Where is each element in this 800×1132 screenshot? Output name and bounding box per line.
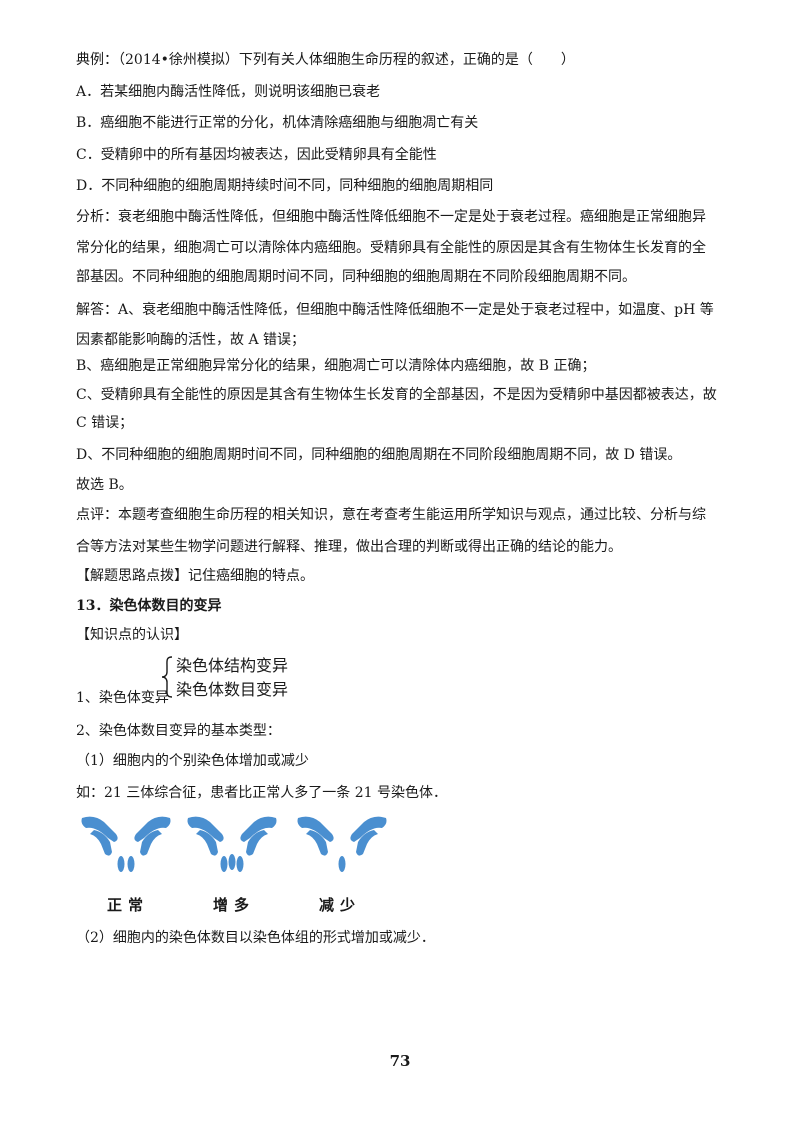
solution-tip: 【解题思路点拨】记住癌细胞的特点。	[76, 568, 314, 584]
chromosome-normal-figure	[81, 816, 171, 872]
choice-b: 故选 B。	[76, 477, 133, 493]
section-title: 13．染色体数目的变异	[76, 598, 222, 614]
option-b: B．癌细胞不能进行正常的分化，机体清除癌细胞与细胞凋亡有关	[76, 115, 479, 131]
chromosome-structure-variation: 染色体结构变异	[176, 656, 289, 675]
answer-c-line-2: C 错误；	[76, 415, 134, 431]
example-question: 典例：（2014•徐州模拟）下列有关人体细胞生命历程的叙述，正确的是（ ）	[76, 52, 575, 68]
answer-line-2: 因素都能影响酶的活性，故 A 错误；	[76, 332, 306, 348]
chromosome-decrease-figure	[297, 816, 387, 872]
page-number: 73	[389, 1052, 411, 1070]
analysis-line-3: 部基因。不同种细胞的细胞周期时间不同，同种细胞的细胞周期在不同阶段细胞周期不同。	[76, 269, 636, 285]
knowledge-heading: 【知识点的认识】	[76, 627, 188, 643]
curly-brace-icon	[161, 656, 173, 698]
item2: 2、染色体数目变异的基本类型：	[76, 723, 281, 739]
answer-c-line-1: C、受精卵具有全能性的原因是其含有生物体生长发育的全部基因，不是因为受精卵中基因…	[76, 387, 717, 403]
comment-line-1: 点评：本题考查细胞生命历程的相关知识，意在考查考生能运用所学知识与观点，通过比较…	[76, 507, 706, 523]
chromosome-increase-figure	[187, 816, 277, 872]
option-d: D．不同种细胞的细胞周期持续时间不同，同种细胞的细胞周期相同	[76, 178, 494, 194]
analysis-line-1: 分析：衰老细胞中酶活性降低，但细胞中酶活性降低细胞不一定是处于衰老过程。癌细胞是…	[76, 209, 706, 225]
analysis-line-2: 常分化的结果，细胞凋亡可以清除体内癌细胞。受精卵具有全能性的原因是其含有生物体生…	[76, 240, 706, 256]
answer-d: D、不同种细胞的细胞周期时间不同，同种细胞的细胞周期在不同阶段细胞周期不同，故 …	[76, 447, 682, 463]
label-decrease: 减少	[318, 896, 361, 914]
chromosome-number-variation: 染色体数目变异	[176, 680, 289, 699]
answer-line-1: 解答：A、衰老细胞中酶活性降低，但细胞中酶活性降低细胞不一定是处于衰老过程中，如…	[76, 302, 714, 318]
label-normal: 正常	[106, 896, 149, 914]
item2-2: （2）细胞内的染色体数目以染色体组的形式增加或减少．	[76, 930, 435, 946]
label-increase: 增多	[212, 896, 255, 914]
option-a: A．若某细胞内酶活性降低，则说明该细胞已衰老	[76, 84, 381, 100]
item2-1: （1）细胞内的个别染色体增加或减少	[76, 753, 309, 769]
option-c: C．受精卵中的所有基因均被表达，因此受精卵具有全能性	[76, 147, 437, 163]
comment-line-2: 合等方法对某些生物学问题进行解释、推理，做出合理的判断或得出正确的结论的能力。	[76, 539, 622, 555]
item1-label: 1、染色体变异	[76, 690, 169, 706]
example-down-syndrome: 如：21 三体综合征，患者比正常人多了一条 21 号染色体．	[76, 785, 447, 801]
answer-b: B、癌细胞是正常细胞异常分化的结果，细胞凋亡可以清除体内癌细胞，故 B 正确；	[76, 358, 596, 374]
